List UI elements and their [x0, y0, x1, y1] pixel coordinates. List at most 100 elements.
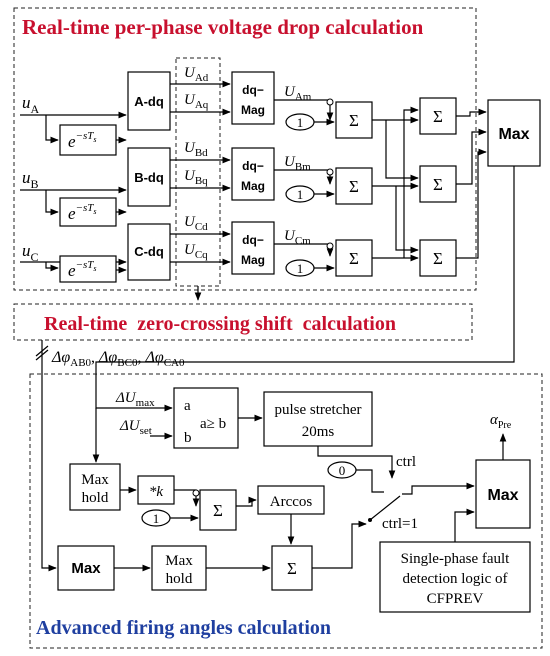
sigma-ab-label: Σ	[433, 107, 443, 126]
wire-sab-max	[456, 108, 487, 117]
max-hold-2-line2: hold	[166, 571, 193, 587]
sigma-c	[335, 239, 373, 277]
label-ucd: UCd	[184, 214, 208, 233]
ctrl1-label: ctrl=1	[382, 516, 418, 532]
negate-dot-gain	[192, 489, 200, 497]
max-hold-1-line1: Max	[81, 472, 109, 488]
max-top-label: Max	[498, 126, 529, 143]
dqmag-a-top: dq−	[242, 83, 264, 97]
wire-phi-down	[41, 340, 57, 572]
arccos-label: Arccos	[270, 494, 313, 510]
dqmag-b-top: dq−	[242, 159, 264, 173]
max-hold-1-line2: hold	[82, 490, 109, 506]
dqmag-block-c	[231, 221, 275, 275]
pulse-stretcher-block	[263, 391, 373, 447]
const-zero-label: 0	[339, 463, 346, 478]
const-one-b-label: 1	[297, 187, 304, 202]
const-one-bottom-label: 1	[153, 511, 160, 526]
comparator-b: b	[184, 430, 192, 446]
arccos-block	[257, 485, 325, 515]
input-ub: uB	[22, 168, 39, 191]
adq-label: A-dq	[134, 94, 164, 109]
wire-sigma-switch	[312, 520, 367, 569]
negate-dot-b	[326, 168, 334, 176]
comparator-rel: a≥ b	[200, 416, 226, 432]
max-block-phi	[57, 545, 115, 591]
cdq-label: C-dq	[134, 244, 164, 259]
zero-crossing-section-frame	[13, 303, 473, 341]
sigma-final	[271, 545, 313, 591]
input-uc: uC	[22, 241, 39, 264]
gain-label: *k	[149, 484, 164, 500]
wire-sca-max	[456, 148, 487, 259]
dqmag-c-bot: Mag	[241, 253, 265, 267]
negate-dot-a	[326, 98, 334, 106]
wire-zero	[356, 469, 384, 493]
sigma-arccos-label: Σ	[213, 501, 223, 520]
sigma-ca-label: Σ	[433, 249, 443, 268]
sigma-final-label: Σ	[287, 559, 297, 578]
wire-cross-2	[395, 186, 419, 254]
sigma-b-label: Σ	[349, 177, 359, 196]
sigma-b	[335, 167, 373, 205]
dqmag-b-bot: Mag	[241, 179, 265, 193]
pulse-line2: 20ms	[302, 424, 335, 440]
label-ubd: UBd	[184, 140, 208, 159]
adq-block	[127, 71, 171, 131]
negate-dot-c	[326, 242, 334, 250]
label-uset: ΔUset	[119, 418, 152, 437]
comparator-block	[173, 387, 239, 449]
bdq-block	[127, 147, 171, 207]
sigma-bc-label: Σ	[433, 175, 443, 194]
max-hold-block-1	[69, 463, 121, 511]
delay-block-a	[59, 124, 117, 156]
delay-label-b: e−sTs	[68, 202, 97, 223]
const-one-a-label: 1	[297, 115, 304, 130]
wire-switch-out	[402, 482, 475, 495]
delay-block-c	[59, 255, 117, 283]
dqmag-a-bot: Mag	[241, 103, 265, 117]
alpha-pre-label: αPre	[490, 412, 512, 431]
firing-angle-section-frame	[29, 373, 543, 649]
sigma-c-label: Σ	[349, 249, 359, 268]
label-ucq: UCq	[184, 242, 208, 261]
sigma-arccos	[199, 489, 237, 531]
wire-ua-to-delay	[45, 115, 59, 144]
wire-sp-to-max	[454, 508, 475, 542]
comparator-a: a	[184, 398, 191, 414]
wire-sigma-arccos	[236, 496, 257, 507]
gain-block	[137, 475, 175, 505]
sigma-bc	[419, 165, 457, 203]
sp-line3: CFPREV	[427, 591, 484, 607]
dqmag-block-a	[231, 71, 275, 125]
label-uaq: UAq	[184, 92, 209, 111]
voltage-drop-section-frame	[13, 7, 477, 291]
sigma-a	[335, 101, 373, 139]
max-bottom-label: Max	[487, 487, 518, 504]
voltage-drop-section-title: Real-time per-phase voltage drop calcula…	[22, 15, 424, 39]
max-hold-2-line1: Max	[165, 553, 193, 569]
cdq-block	[127, 223, 171, 281]
max-block-top	[487, 99, 541, 167]
ctrl-label: ctrl	[396, 454, 416, 470]
const-one-c-label: 1	[297, 261, 304, 276]
input-ua: uA	[22, 93, 40, 116]
switch-pivot	[368, 518, 372, 522]
dqmag-block-b	[231, 147, 275, 201]
sp-line1: Single-phase fault	[401, 551, 511, 567]
wire-pulse-ctrl	[317, 446, 396, 479]
switch-contact	[369, 495, 401, 521]
wire-cross-3	[403, 106, 419, 258]
wire-max-top-down	[95, 166, 515, 374]
label-ubq: UBq	[184, 168, 208, 187]
delay-label-c: e−sTs	[68, 259, 97, 280]
max-hold-block-2	[151, 545, 207, 591]
wire-sbc-max	[456, 128, 487, 185]
delay-label-a: e−sTs	[68, 130, 97, 151]
sp-line2: detection logic of	[403, 571, 508, 587]
wire-cross-1	[385, 120, 419, 182]
label-uad: UAd	[184, 65, 209, 84]
sigma-a-label: Σ	[349, 111, 359, 130]
pulse-line1: pulse stretcher	[274, 402, 361, 418]
